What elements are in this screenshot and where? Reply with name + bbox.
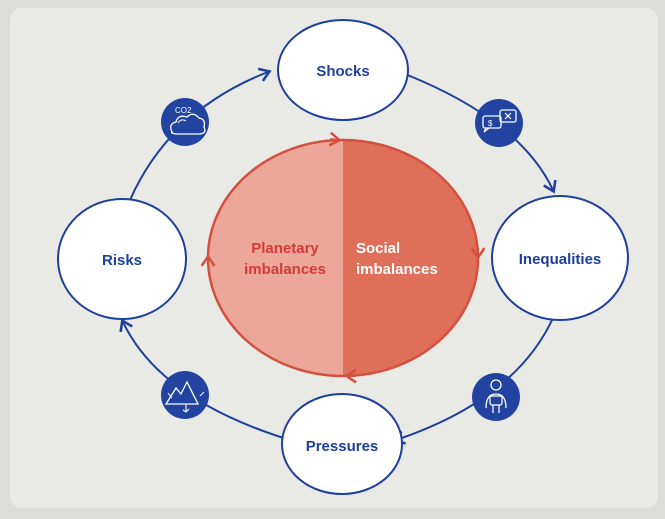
node-inequalities-label: Inequalities: [519, 251, 602, 268]
node-inequalities-circle: [491, 195, 629, 321]
social-label-line-1: Social: [356, 240, 400, 257]
currency-symbol: $: [488, 119, 493, 128]
money-chat-icon: $: [475, 99, 523, 147]
node-shocks: Shocks: [277, 19, 409, 121]
node-pressures: Pressures: [281, 393, 403, 495]
node-risks-label: Risks: [102, 252, 142, 269]
node-risks: Risks: [57, 198, 187, 320]
social-label-line-2: imbalances: [356, 261, 438, 278]
node-inequalities: Inequalities: [491, 195, 629, 321]
node-pressures-label: Pressures: [306, 438, 379, 455]
node-shocks-label: Shocks: [316, 63, 369, 80]
node-risks-circle: [57, 198, 187, 320]
co2-label: CO2: [175, 106, 192, 115]
mountain-landscape-icon: [161, 371, 209, 419]
planetary-half: [208, 140, 343, 376]
social-half: [343, 140, 478, 376]
center-arrow-top: [328, 131, 342, 147]
node-shocks-circle: [277, 19, 409, 121]
center-circle: Planetary imbalances Social imbalances: [200, 131, 486, 384]
node-pressures-circle: [281, 393, 403, 495]
co2-cloud-icon: CO2: [161, 98, 209, 146]
person-icon: [472, 373, 520, 421]
planetary-label-line-1: Planetary: [251, 240, 319, 257]
planetary-label-line-2: imbalances: [244, 261, 326, 278]
